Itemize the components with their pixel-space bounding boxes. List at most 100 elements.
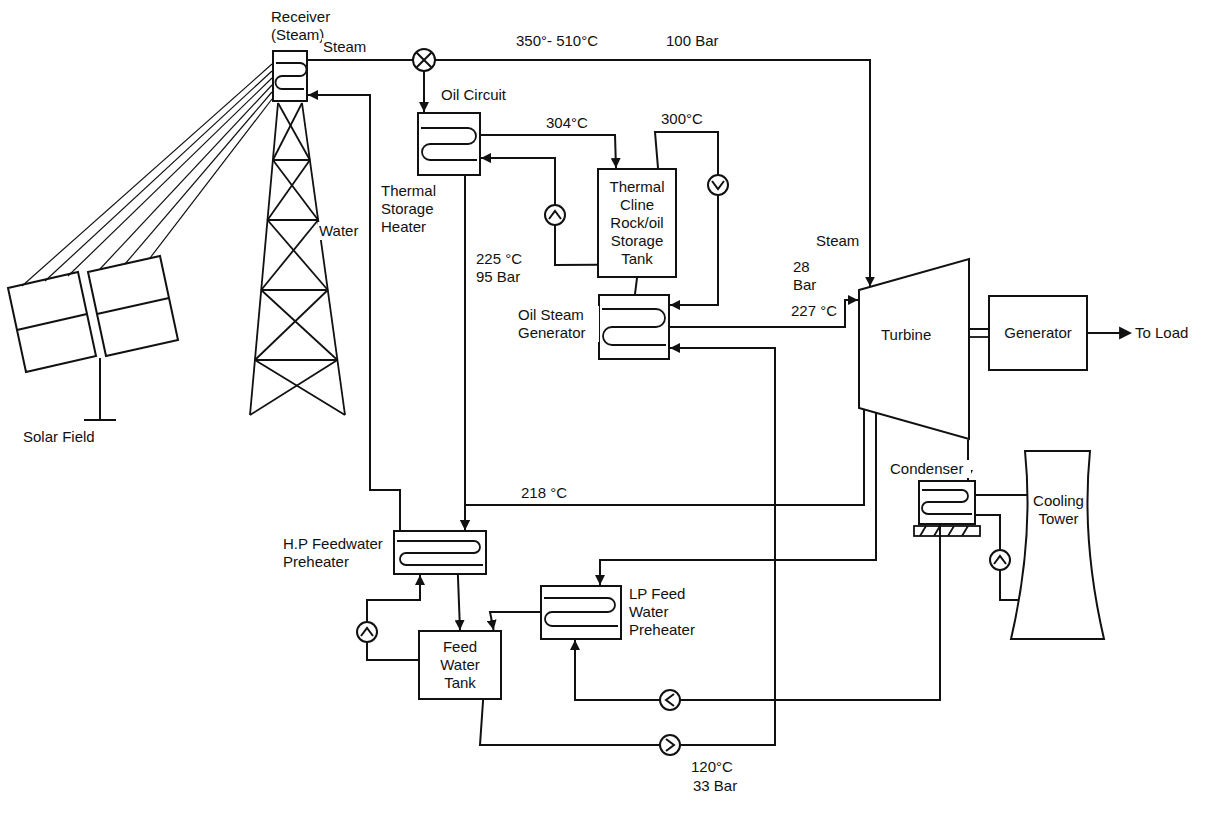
process-value: 350°- 510°C bbox=[515, 32, 599, 50]
tower-leg bbox=[250, 103, 278, 415]
flow-line bbox=[465, 410, 864, 530]
process-value: Solar Field bbox=[22, 428, 96, 446]
ray bbox=[22, 64, 272, 286]
process-value: Oil Circuit bbox=[440, 86, 507, 104]
pump-chevron bbox=[361, 628, 373, 636]
flow-line bbox=[367, 575, 420, 660]
process-value: 33 Bar bbox=[692, 777, 738, 795]
storage-heater: Thermal Storage Heater bbox=[417, 112, 481, 176]
condenser-box: Condenser bbox=[918, 480, 976, 525]
tower-brace bbox=[268, 219, 319, 221]
preheater-coil bbox=[544, 598, 618, 626]
sun-rays bbox=[22, 64, 272, 286]
heat-exchanger-coils bbox=[276, 63, 1131, 626]
turbine-casing bbox=[859, 259, 969, 439]
flow-line bbox=[480, 348, 775, 745]
flow-line bbox=[308, 95, 400, 530]
node-label: Cooling Tower bbox=[1027, 492, 1090, 528]
node-label: Generator bbox=[1001, 324, 1075, 342]
process-value: 95 Bar bbox=[475, 268, 521, 286]
flow-line bbox=[481, 158, 597, 265]
process-value: 225 °C bbox=[475, 250, 523, 268]
tower-brace bbox=[278, 103, 310, 160]
tower-brace bbox=[255, 360, 345, 415]
heater-coil bbox=[421, 128, 477, 160]
ray bbox=[68, 78, 272, 276]
flow-line bbox=[308, 60, 424, 112]
node-label: LP Feed Water Preheater bbox=[628, 585, 710, 639]
flow-line bbox=[481, 135, 616, 168]
pump-chevron bbox=[994, 556, 1006, 564]
flow-line bbox=[575, 525, 940, 700]
pump-symbol bbox=[708, 175, 728, 195]
flow-line bbox=[976, 494, 1027, 496]
heliostat-mirror bbox=[8, 272, 96, 372]
tower-brace bbox=[273, 103, 302, 160]
mirror-frame bbox=[97, 298, 169, 314]
valve-cross bbox=[416, 52, 432, 68]
tower-brace bbox=[261, 290, 337, 360]
receiver-box: Receiver (Steam) bbox=[272, 50, 308, 102]
node-label: Condenser bbox=[889, 460, 971, 478]
flow-line bbox=[490, 612, 540, 630]
pump-symbol bbox=[660, 690, 680, 710]
valve-body bbox=[413, 49, 435, 71]
pump-symbol bbox=[545, 205, 565, 225]
process-value: Steam bbox=[322, 38, 367, 56]
storage-tank: Thermal Cline Rock/oil Storage Tank bbox=[597, 168, 677, 278]
flow-line bbox=[600, 413, 876, 585]
pump-symbol bbox=[660, 735, 680, 755]
base-hatch bbox=[948, 526, 954, 536]
process-value: 300°C bbox=[660, 110, 704, 128]
valve-symbol bbox=[413, 49, 435, 71]
process-value: 218 °C bbox=[520, 484, 568, 502]
flow-line bbox=[458, 575, 460, 630]
cooling-tower: Cooling Tower bbox=[1010, 450, 1105, 640]
pump-chevron bbox=[549, 211, 561, 219]
node-label: Thermal Cline Rock/oil Storage Tank bbox=[599, 178, 675, 268]
node-label: Turbine bbox=[880, 326, 952, 344]
process-value: 227 °C bbox=[790, 302, 838, 320]
node-label: Feed Water Tank bbox=[420, 638, 500, 692]
pump-symbol bbox=[990, 550, 1010, 570]
preheater-coil bbox=[397, 541, 483, 565]
tower-shell bbox=[1011, 451, 1104, 639]
ray bbox=[125, 92, 272, 264]
mirror-frame bbox=[17, 314, 87, 330]
turbine-shape: Turbine bbox=[858, 258, 970, 440]
ray bbox=[100, 85, 272, 269]
heliostat-base bbox=[84, 419, 116, 421]
tower-brace bbox=[261, 220, 318, 290]
flow-line bbox=[670, 300, 858, 327]
flow-line bbox=[464, 176, 466, 530]
pump-chevron bbox=[666, 694, 674, 706]
tower-brace bbox=[268, 160, 310, 220]
heliostat-pedestal bbox=[99, 358, 101, 420]
ray bbox=[150, 99, 272, 258]
receiver-coil bbox=[276, 63, 307, 89]
flow-line bbox=[635, 278, 637, 294]
flow-line bbox=[308, 60, 870, 287]
pump-chevron bbox=[666, 739, 674, 751]
heliostat-mirror bbox=[88, 256, 178, 356]
pump-chevron bbox=[712, 181, 724, 189]
heliostat-field bbox=[8, 256, 178, 420]
feedwater-tank: Feed Water Tank bbox=[418, 630, 502, 700]
tower-brace bbox=[250, 360, 337, 415]
ray bbox=[45, 71, 272, 281]
base-hatch bbox=[920, 526, 926, 536]
process-value: To Load bbox=[1134, 324, 1189, 342]
node-label: Thermal Storage Heater bbox=[380, 182, 446, 236]
turbine-outline bbox=[858, 258, 970, 440]
flow-line bbox=[655, 132, 718, 305]
tower-brace bbox=[273, 160, 318, 220]
process-value: 100 Bar bbox=[665, 32, 720, 50]
condenser-coil bbox=[922, 490, 972, 514]
node-label: Oil Steam Generator bbox=[517, 306, 599, 342]
base-hatch bbox=[962, 526, 968, 536]
lp-preheater: LP Feed Water Preheater bbox=[540, 585, 622, 640]
